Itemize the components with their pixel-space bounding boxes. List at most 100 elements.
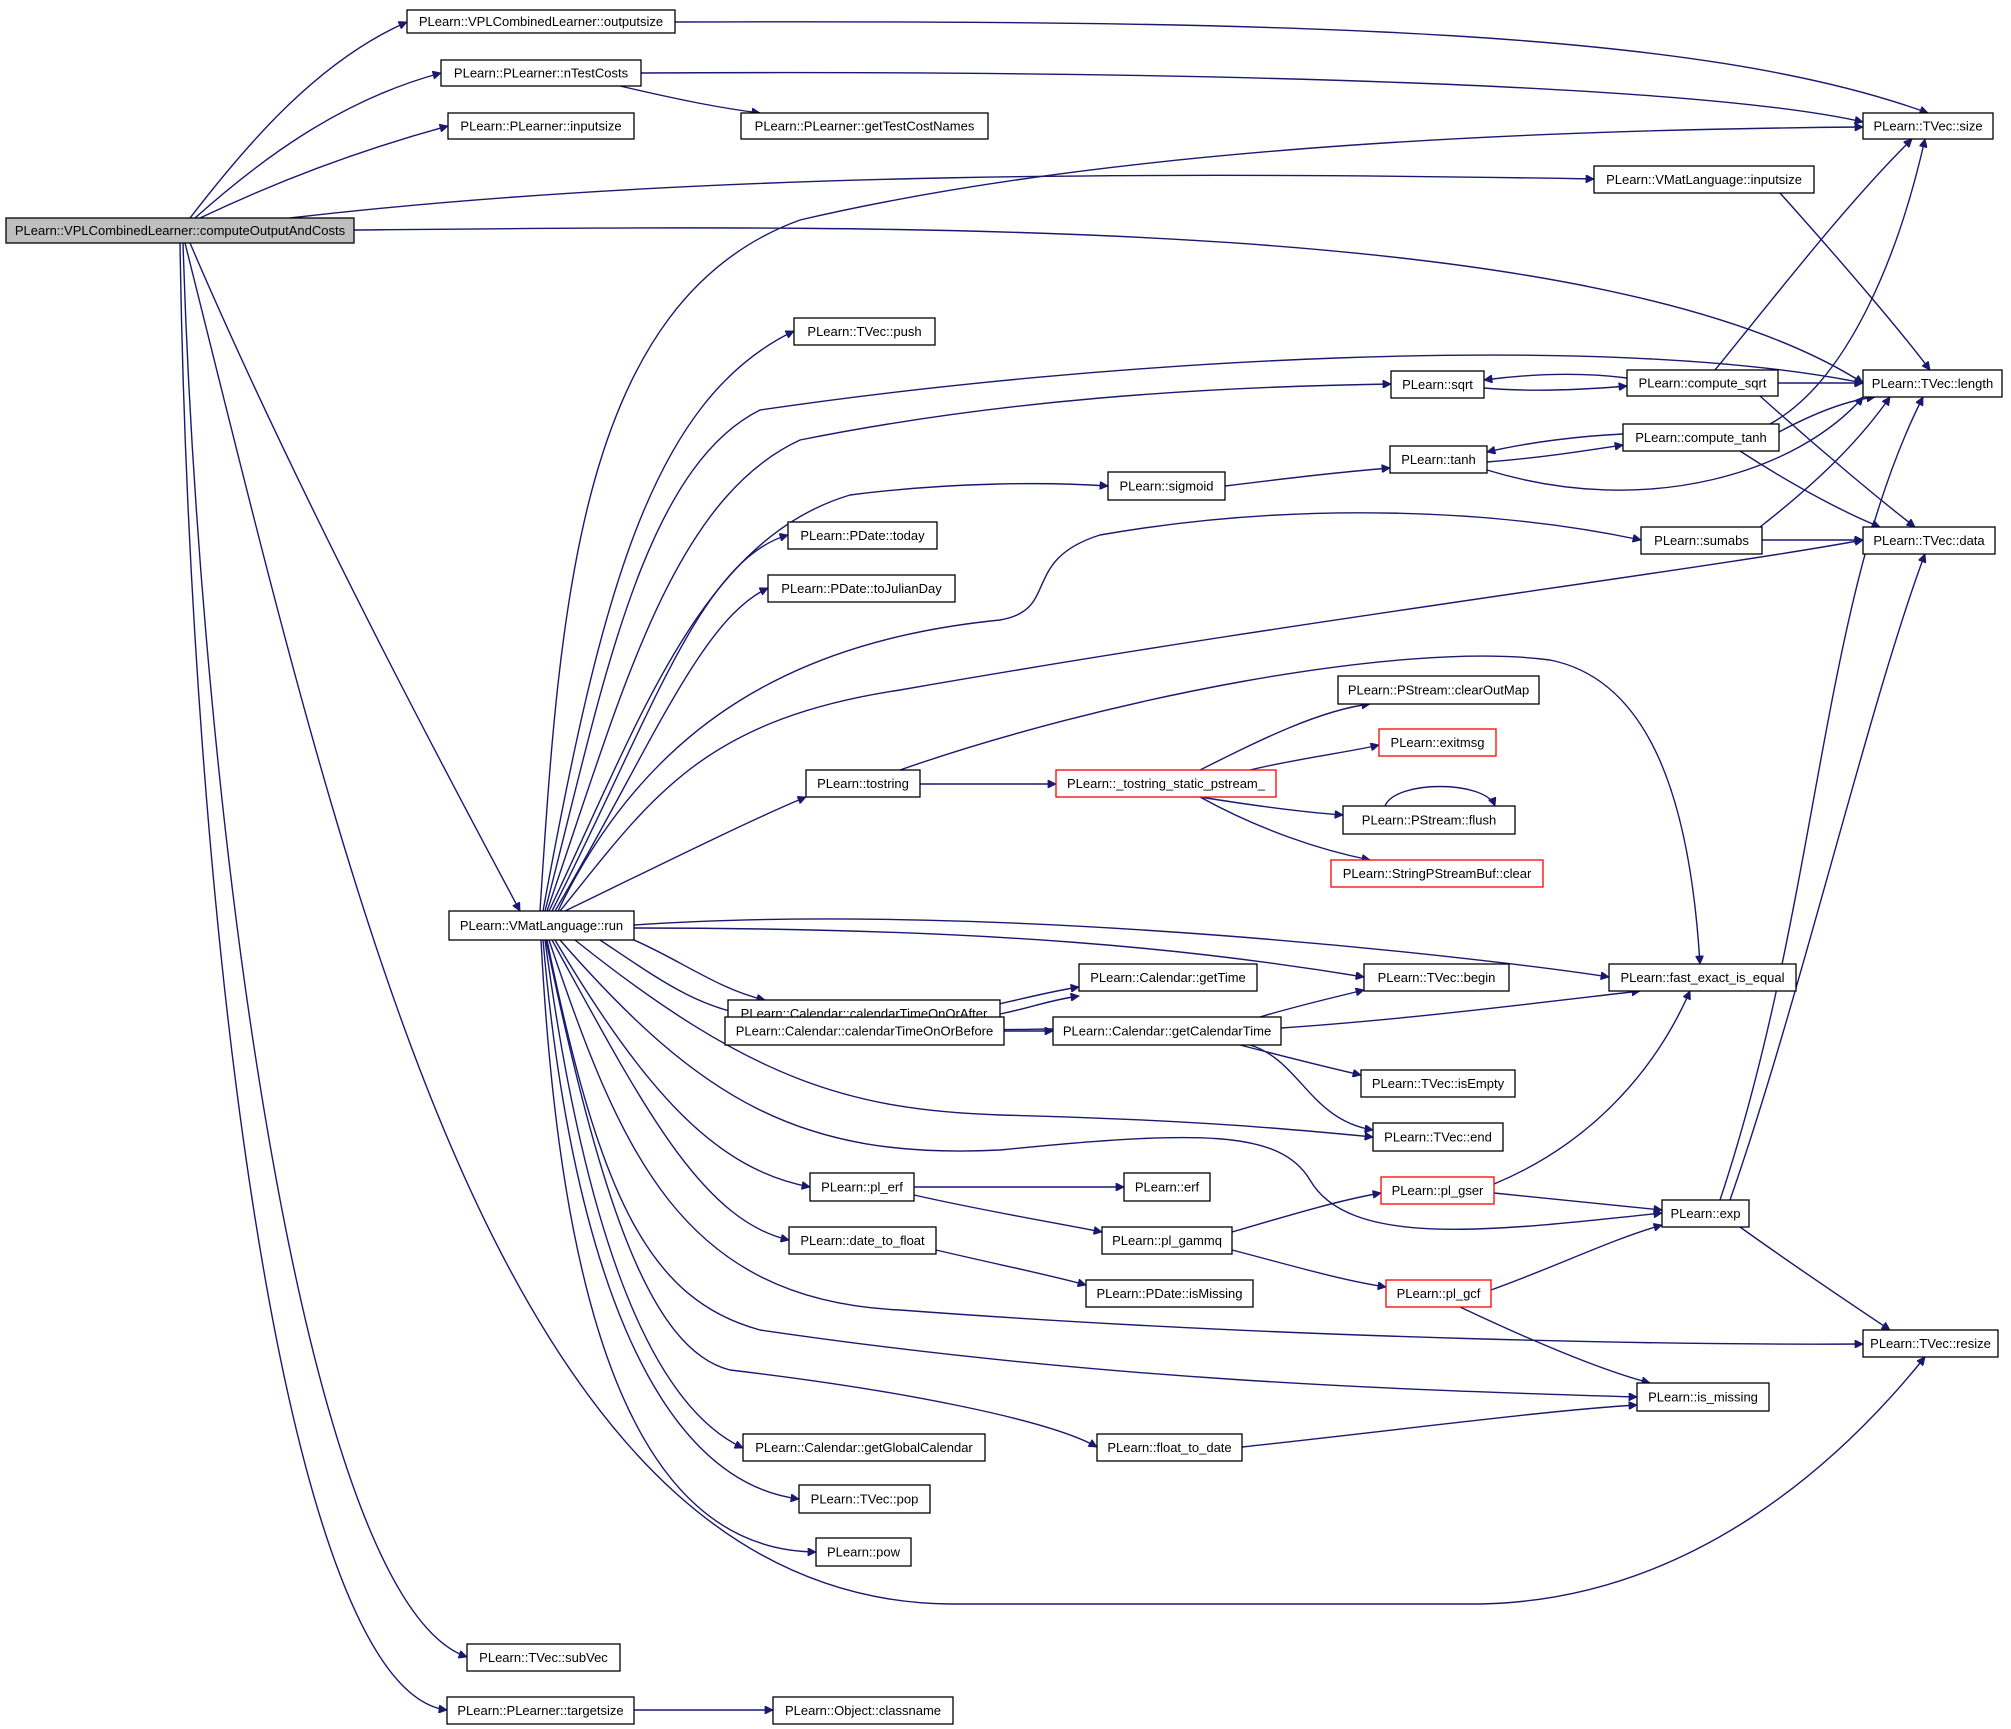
function-node-pl_inputsize[interactable]: PLearn::PLearner::inputsize: [447, 112, 635, 140]
function-node-outputsize[interactable]: PLearn::VPLCombinedLearner::outputsize: [406, 9, 676, 34]
node-box[interactable]: [1342, 805, 1516, 835]
function-node-erf[interactable]: PLearn::erf: [1123, 1172, 1211, 1202]
node-box[interactable]: [440, 59, 642, 87]
node-box[interactable]: [742, 1433, 986, 1462]
function-node-begin[interactable]: PLearn::TVec::begin: [1363, 963, 1510, 992]
function-node-toJulianDay[interactable]: PLearn::PDate::toJulianDay: [767, 574, 956, 603]
function-node-vm_inputsize[interactable]: PLearn::VMatLanguage::inputsize: [1593, 165, 1815, 194]
node-box[interactable]: [793, 317, 936, 346]
node-box[interactable]: [1640, 526, 1763, 555]
node-box[interactable]: [740, 112, 989, 140]
function-node-pl_gcf[interactable]: PLearn::pl_gcf: [1385, 1279, 1492, 1308]
function-node-run[interactable]: PLearn::VMatLanguage::run: [448, 910, 635, 941]
function-node-pl_erf[interactable]: PLearn::pl_erf: [809, 1172, 915, 1202]
node-box[interactable]: [787, 521, 938, 550]
node-box[interactable]: [406, 9, 676, 34]
function-node-data[interactable]: PLearn::TVec::data: [1862, 526, 1996, 555]
node-box[interactable]: [1622, 423, 1780, 452]
function-node-targetsize[interactable]: PLearn::PLearner::targetsize: [446, 1696, 635, 1725]
node-box[interactable]: [1107, 471, 1226, 501]
function-node-float_to_date[interactable]: PLearn::float_to_date: [1096, 1433, 1243, 1462]
node-box[interactable]: [805, 769, 921, 798]
function-node-getCalendarTime[interactable]: PLearn::Calendar::getCalendarTime: [1052, 1016, 1282, 1046]
node-box[interactable]: [1385, 1279, 1492, 1308]
node-box[interactable]: [1360, 1069, 1516, 1098]
function-node-isMissing[interactable]: PLearn::PDate::isMissing: [1085, 1279, 1254, 1308]
node-box[interactable]: [1389, 445, 1488, 474]
node-box[interactable]: [1862, 1329, 1999, 1358]
function-node-getTime[interactable]: PLearn::Calendar::getTime: [1078, 963, 1258, 992]
function-node-size[interactable]: PLearn::TVec::size: [1862, 112, 1994, 140]
node-box[interactable]: [1390, 370, 1485, 399]
function-node-push[interactable]: PLearn::TVec::push: [793, 317, 936, 346]
function-node-today[interactable]: PLearn::PDate::today: [787, 521, 938, 550]
function-node-root[interactable]: PLearn::VPLCombinedLearner::computeOutpu…: [5, 217, 355, 244]
node-box[interactable]: [772, 1696, 954, 1725]
function-node-length[interactable]: PLearn::TVec::length: [1862, 369, 2003, 398]
function-node-calOnOrBefore[interactable]: PLearn::Calendar::calendarTimeOnOrBefore: [724, 1016, 1005, 1046]
node-box[interactable]: [1380, 1176, 1495, 1205]
node-box[interactable]: [1661, 1199, 1750, 1228]
node-label: PLearn::compute_sqrt: [1639, 376, 1767, 391]
function-node-pl_gser[interactable]: PLearn::pl_gser: [1380, 1176, 1495, 1205]
function-node-flush[interactable]: PLearn::PStream::flush: [1342, 805, 1516, 835]
function-node-sigmoid[interactable]: PLearn::sigmoid: [1107, 471, 1226, 501]
node-box[interactable]: [447, 112, 635, 140]
node-box[interactable]: [1101, 1226, 1233, 1255]
function-node-spsb_clear[interactable]: PLearn::StringPStreamBuf::clear: [1330, 859, 1544, 888]
function-node-date_to_float[interactable]: PLearn::date_to_float: [788, 1226, 937, 1255]
function-node-getGlobalCalendar[interactable]: PLearn::Calendar::getGlobalCalendar: [742, 1433, 986, 1462]
node-box[interactable]: [1862, 112, 1994, 140]
node-box[interactable]: [1626, 369, 1779, 397]
node-box[interactable]: [724, 1016, 1005, 1046]
function-node-classname[interactable]: PLearn::Object::classname: [772, 1696, 954, 1725]
node-box[interactable]: [1862, 526, 1996, 555]
function-node-sqrt[interactable]: PLearn::sqrt: [1390, 370, 1485, 399]
call-edge-run-to-date_to_float: [551, 939, 789, 1240]
node-box[interactable]: [466, 1643, 621, 1672]
node-box[interactable]: [767, 574, 956, 603]
function-node-pow[interactable]: PLearn::pow: [815, 1537, 912, 1567]
node-box[interactable]: [1123, 1172, 1211, 1202]
function-node-tanh[interactable]: PLearn::tanh: [1389, 445, 1488, 474]
function-node-subVec[interactable]: PLearn::TVec::subVec: [466, 1643, 621, 1672]
function-node-exp[interactable]: PLearn::exp: [1661, 1199, 1750, 1228]
node-box[interactable]: [1052, 1016, 1282, 1046]
node-box[interactable]: [788, 1226, 937, 1255]
node-box[interactable]: [809, 1172, 915, 1202]
function-node-tostring[interactable]: PLearn::tostring: [805, 769, 921, 798]
node-box[interactable]: [1337, 675, 1540, 705]
node-box[interactable]: [1096, 1433, 1243, 1462]
function-node-end[interactable]: PLearn::TVec::end: [1372, 1122, 1504, 1152]
function-node-is_missing[interactable]: PLearn::is_missing: [1636, 1382, 1770, 1412]
node-box[interactable]: [1593, 165, 1815, 194]
function-node-pl_gammq[interactable]: PLearn::pl_gammq: [1101, 1226, 1233, 1255]
node-box[interactable]: [5, 217, 355, 244]
node-box[interactable]: [1055, 769, 1277, 798]
node-box[interactable]: [1330, 859, 1544, 888]
function-node-fast_equal[interactable]: PLearn::fast_exact_is_equal: [1608, 963, 1797, 992]
node-box[interactable]: [798, 1484, 931, 1514]
function-node-isEmpty[interactable]: PLearn::TVec::isEmpty: [1360, 1069, 1516, 1098]
function-node-getTestCostNames[interactable]: PLearn::PLearner::getTestCostNames: [740, 112, 989, 140]
function-node-nTestCosts[interactable]: PLearn::PLearner::nTestCosts: [440, 59, 642, 87]
function-node-sumabs[interactable]: PLearn::sumabs: [1640, 526, 1763, 555]
node-box[interactable]: [1363, 963, 1510, 992]
function-node-clearOutMap[interactable]: PLearn::PStream::clearOutMap: [1337, 675, 1540, 705]
node-box[interactable]: [1085, 1279, 1254, 1308]
node-box[interactable]: [1078, 963, 1258, 992]
node-box[interactable]: [815, 1537, 912, 1567]
node-box[interactable]: [448, 910, 635, 941]
function-node-compute_sqrt[interactable]: PLearn::compute_sqrt: [1626, 369, 1779, 397]
function-node-exitmsg[interactable]: PLearn::exitmsg: [1378, 728, 1497, 757]
node-box[interactable]: [1372, 1122, 1504, 1152]
node-box[interactable]: [1636, 1382, 1770, 1412]
node-box[interactable]: [1378, 728, 1497, 757]
node-box[interactable]: [446, 1696, 635, 1725]
function-node-compute_tanh[interactable]: PLearn::compute_tanh: [1622, 423, 1780, 452]
node-box[interactable]: [1862, 369, 2003, 398]
node-box[interactable]: [1608, 963, 1797, 992]
function-node-pop[interactable]: PLearn::TVec::pop: [798, 1484, 931, 1514]
function-node-tostring_static[interactable]: PLearn::_tostring_static_pstream_: [1055, 769, 1277, 798]
function-node-resize[interactable]: PLearn::TVec::resize: [1862, 1329, 1999, 1358]
